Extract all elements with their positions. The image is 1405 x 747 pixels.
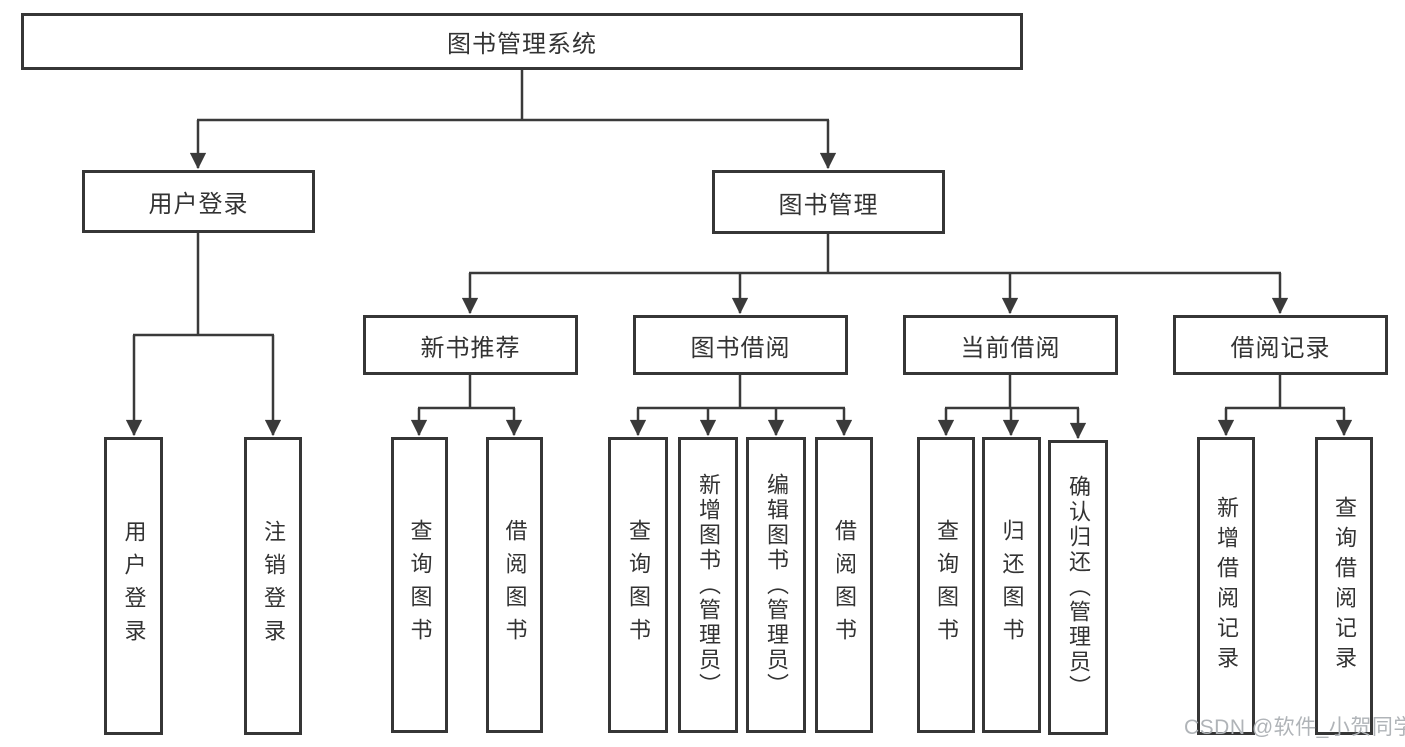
leaf-current-confirm-return-admin: 确认归还（管理员）: [1048, 440, 1108, 735]
node-book-borrow: 图书借阅: [633, 315, 848, 375]
leaf-logout: 注销登录: [244, 437, 302, 735]
leaf-records-query-record: 查询借阅记录: [1315, 437, 1373, 735]
node-book-management: 图书管理: [712, 170, 945, 234]
leaf-borrow-add-books-admin: 新增图书（管理员）: [678, 437, 738, 733]
node-root: 图书管理系统: [21, 13, 1023, 70]
node-user-login: 用户登录: [82, 170, 315, 233]
leaf-current-return-books: 归还图书: [982, 437, 1041, 733]
leaf-borrow-borrow-books: 借阅图书: [815, 437, 873, 733]
csdn-watermark: CSDN @软件_小贺同学: [1184, 716, 1405, 739]
leaf-user-login: 用户登录: [104, 437, 163, 735]
leaf-newbook-query-books: 查询图书: [391, 437, 448, 733]
leaf-borrow-query-books: 查询图书: [608, 437, 668, 733]
node-new-book-recommend: 新书推荐: [363, 315, 578, 375]
node-borrow-records: 借阅记录: [1173, 315, 1388, 375]
node-current-borrow: 当前借阅: [903, 315, 1118, 375]
leaf-current-query-books: 查询图书: [917, 437, 975, 733]
leaf-borrow-edit-books-admin: 编辑图书（管理员）: [746, 437, 806, 733]
leaf-newbook-borrow-books: 借阅图书: [486, 437, 543, 733]
leaf-records-add-record: 新增借阅记录: [1197, 437, 1255, 735]
